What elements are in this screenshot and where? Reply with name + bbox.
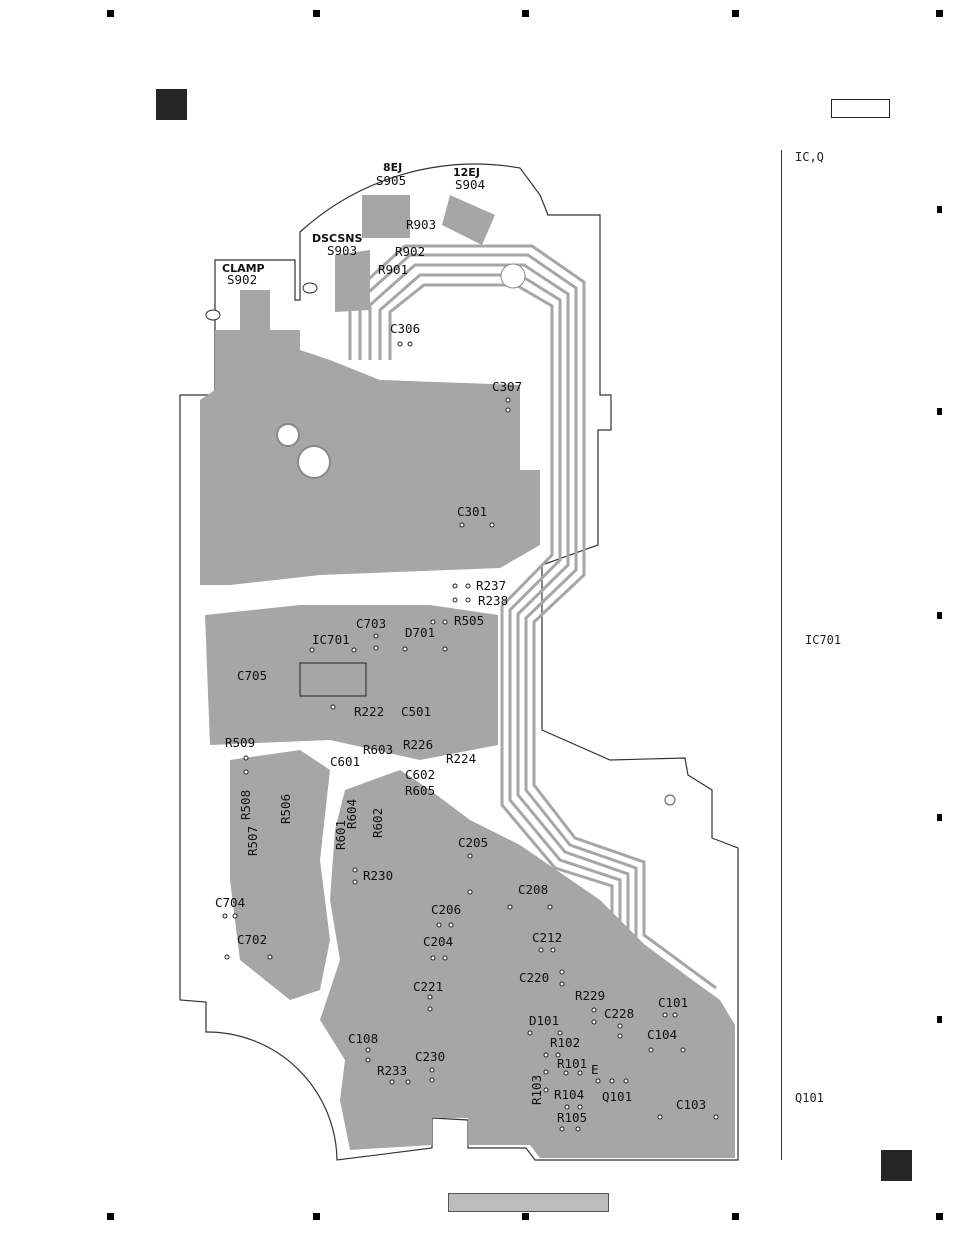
label-c228: C228 — [604, 1006, 634, 1021]
label-c205: C205 — [458, 835, 488, 850]
label-c220: C220 — [519, 970, 549, 985]
label-r902: R902 — [395, 244, 425, 259]
label-c501: C501 — [401, 704, 431, 719]
label-c703: C703 — [356, 616, 386, 631]
label-r238: R238 — [478, 593, 508, 608]
label-c704: C704 — [215, 895, 245, 910]
label-c101: C101 — [658, 995, 688, 1010]
registration-mark — [937, 408, 942, 415]
label-r602: R602 — [370, 808, 385, 838]
ic701-outline — [299, 662, 367, 697]
label-r222: R222 — [354, 704, 384, 719]
registration-mark — [313, 10, 320, 17]
label-c204: C204 — [423, 934, 453, 949]
switch-name-clamp: CLAMP — [222, 262, 265, 275]
footer-bar — [448, 1193, 609, 1212]
registration-mark — [732, 10, 739, 17]
label-c702: C702 — [237, 932, 267, 947]
label-c602: C602 — [405, 767, 435, 782]
label-r603: R603 — [363, 742, 393, 757]
label-c208: C208 — [518, 882, 548, 897]
mounting-holes — [205, 263, 676, 806]
label-r226: R226 — [403, 737, 433, 752]
side-label-ic701: IC701 — [805, 633, 842, 647]
component-labels: R903 R902 R901 C306 C307 C301 R237 R238 … — [215, 217, 706, 1125]
switch-ref-s902: S902 — [227, 272, 257, 287]
registration-mark — [936, 10, 943, 17]
label-r237: R237 — [476, 578, 506, 593]
label-r901: R901 — [378, 262, 408, 277]
switch-name-8ej: 8EJ — [383, 161, 402, 174]
label-d101: D101 — [529, 1013, 559, 1028]
switch-name-12ej: 12EJ — [453, 166, 480, 179]
label-r105: R105 — [557, 1110, 587, 1125]
registration-mark — [313, 1213, 320, 1220]
label-c104: C104 — [647, 1027, 677, 1042]
switch-ref-s905: S905 — [376, 173, 406, 188]
label-c705: C705 — [237, 668, 267, 683]
registration-mark — [936, 1213, 943, 1220]
label-c301: C301 — [457, 504, 487, 519]
registration-mark — [937, 612, 942, 619]
registration-mark — [937, 1016, 942, 1023]
registration-mark — [937, 206, 942, 213]
component-pads — [222, 341, 719, 1132]
side-divider-line — [781, 150, 782, 1160]
label-r101: R101 — [557, 1056, 587, 1071]
side-label-ic-q: IC,Q — [795, 150, 824, 164]
label-c212: C212 — [532, 930, 562, 945]
label-r104: R104 — [554, 1087, 584, 1102]
registration-mark — [732, 1213, 739, 1220]
label-r509: R509 — [225, 735, 255, 750]
side-label-q101: Q101 — [795, 1091, 824, 1105]
corner-block-top-left — [156, 89, 187, 120]
label-c108: C108 — [348, 1031, 378, 1046]
copper-areas — [200, 195, 735, 1158]
label-r604: R604 — [344, 799, 359, 829]
label-r605: R605 — [405, 783, 435, 798]
label-c306: C306 — [390, 321, 420, 336]
registration-mark — [107, 1213, 114, 1220]
registration-mark — [522, 1213, 529, 1220]
label-c601: C601 — [330, 754, 360, 769]
label-c307: C307 — [492, 379, 522, 394]
label-r505: R505 — [454, 613, 484, 628]
label-d701: D701 — [405, 625, 435, 640]
label-c230: C230 — [415, 1049, 445, 1064]
label-r903: R903 — [406, 217, 436, 232]
label-r233: R233 — [377, 1063, 407, 1078]
label-c206: C206 — [431, 902, 461, 917]
ribbon-traces — [348, 244, 717, 1020]
label-ic701: IC701 — [312, 632, 350, 647]
registration-mark — [937, 814, 942, 821]
label-r230: R230 — [363, 868, 393, 883]
registration-mark — [107, 10, 114, 17]
label-r601: R601 — [333, 820, 348, 850]
switch-ref-s904: S904 — [455, 177, 485, 192]
page-title-box — [831, 99, 890, 118]
label-r102: R102 — [550, 1035, 580, 1050]
label-r506: R506 — [278, 794, 293, 824]
switch-name-dscsns: DSCSNS — [312, 232, 362, 245]
registration-mark — [522, 10, 529, 17]
label-q101: Q101 — [602, 1089, 632, 1104]
label-r508: R508 — [238, 790, 253, 820]
label-r507: R507 — [245, 826, 260, 856]
label-c221: C221 — [413, 979, 443, 994]
label-r224: R224 — [446, 751, 476, 766]
label-e: E — [591, 1062, 599, 1077]
switch-ref-s903: S903 — [327, 243, 357, 258]
label-c103: C103 — [676, 1097, 706, 1112]
corner-block-bottom-right — [881, 1150, 912, 1181]
label-r229: R229 — [575, 988, 605, 1003]
label-r103: R103 — [529, 1075, 544, 1105]
